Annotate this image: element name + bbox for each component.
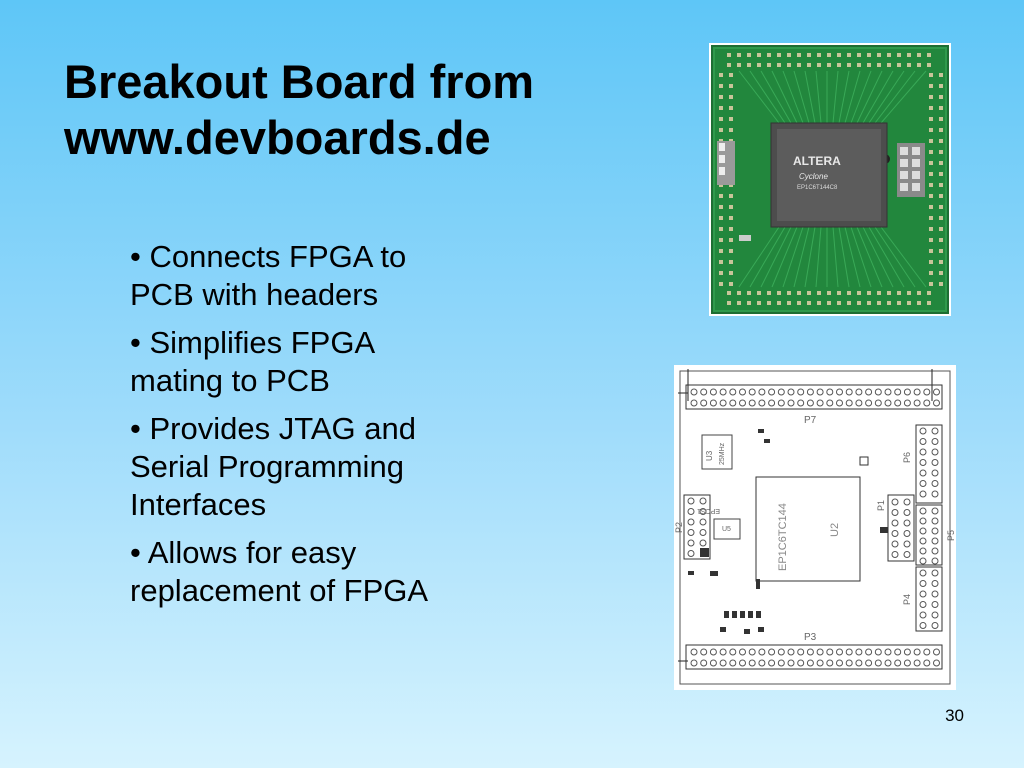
label-p5: P5 <box>946 530 956 541</box>
chip-family-text: Cyclone <box>799 172 828 181</box>
label-p2: P2 <box>674 522 684 533</box>
bullet-item: • Allows for easy replacement of FPGA <box>130 534 530 610</box>
bullet-line: Interfaces <box>130 487 267 522</box>
label-u2: U2 <box>829 523 841 537</box>
bullet-line: • Allows for easy <box>130 535 357 570</box>
label-p4: P4 <box>902 594 912 605</box>
bullet-line: • Connects FPGA to <box>130 239 407 274</box>
bullet-line: • Provides JTAG and <box>130 411 416 446</box>
label-p6: P6 <box>902 452 912 463</box>
board-schematic: P7 P3 P6 P5 P4 P1 P2 U3 25MHz U5 EPCS1 <box>674 365 956 690</box>
chip-brand-text: ALTERA <box>793 154 841 168</box>
breakout-board-photo: ALTERA Cyclone EP1C6T144C8 <box>709 43 951 316</box>
bullet-item: • Connects FPGA to PCB with headers <box>130 238 530 314</box>
label-p7: P7 <box>804 415 817 426</box>
bullet-line: mating to PCB <box>130 363 330 398</box>
label-u3-freq: 25MHz <box>719 442 726 465</box>
label-p1: P1 <box>876 500 886 511</box>
label-p3: P3 <box>804 632 817 643</box>
label-epcs: EPCS1 <box>697 507 720 514</box>
label-fpga-part: EP1C6TC144 <box>777 503 789 571</box>
slide-title: Breakout Board from www.devboards.de <box>64 54 684 166</box>
bullet-list: • Connects FPGA to PCB with headers • Si… <box>130 238 530 620</box>
bullet-line: Serial Programming <box>130 449 404 484</box>
bullet-line: PCB with headers <box>130 277 379 312</box>
title-line-1: Breakout Board from <box>64 55 535 108</box>
bullet-line: • Simplifies FPGA <box>130 325 376 360</box>
bullet-item: • Simplifies FPGA mating to PCB <box>130 324 530 400</box>
label-u5: U5 <box>722 526 731 533</box>
chip-part-text: EP1C6T144C8 <box>797 185 838 191</box>
bullet-item: • Provides JTAG and Serial Programming I… <box>130 410 530 524</box>
bullet-line: replacement of FPGA <box>130 573 429 608</box>
title-line-2: www.devboards.de <box>64 111 491 164</box>
label-u3: U3 <box>705 450 714 461</box>
page-number: 30 <box>945 706 964 725</box>
